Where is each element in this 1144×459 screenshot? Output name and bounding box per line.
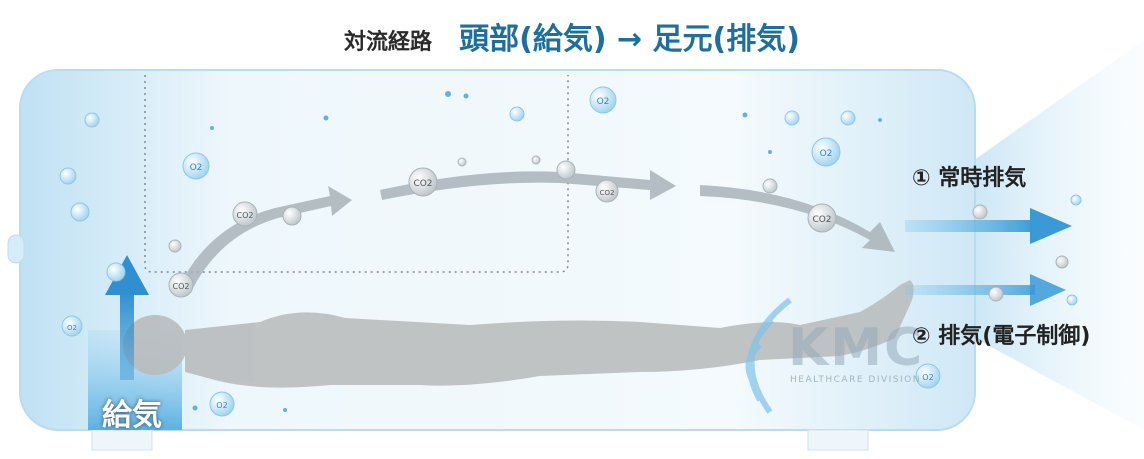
person-silhouette bbox=[123, 280, 914, 388]
o2-bubble bbox=[509, 106, 525, 122]
o2-label: O2 bbox=[216, 401, 227, 410]
convection-flow bbox=[180, 170, 895, 290]
brand-name: KMC bbox=[788, 318, 925, 378]
co2-label: CO2 bbox=[173, 282, 190, 291]
co2-bubble bbox=[408, 167, 438, 197]
co2-bubbles bbox=[168, 155, 1069, 302]
o2-label: O2 bbox=[67, 324, 77, 332]
co2-bubble bbox=[1055, 255, 1069, 269]
o2-bubble bbox=[84, 112, 100, 128]
o2-bubble bbox=[784, 110, 800, 126]
o2-bubble bbox=[59, 167, 77, 185]
o2-bubble bbox=[840, 110, 856, 126]
co2-bubble bbox=[457, 157, 467, 167]
exhaust-glow bbox=[960, 40, 1144, 430]
co2-bubble bbox=[531, 155, 541, 165]
o2-bubble bbox=[1070, 194, 1082, 206]
co2-bubble bbox=[556, 160, 576, 180]
co2-bubble bbox=[232, 201, 258, 227]
o2-bubble bbox=[61, 315, 83, 337]
capsule-side-knob bbox=[7, 234, 25, 264]
particle-dots bbox=[192, 91, 882, 412]
capsule-stand-right bbox=[807, 429, 869, 451]
o2-bubble bbox=[182, 152, 210, 180]
brand-swoosh bbox=[745, 297, 792, 414]
co2-bubble bbox=[762, 178, 778, 194]
head-zone-outline bbox=[144, 75, 569, 273]
title-label: 対流経路 bbox=[344, 30, 433, 55]
co2-bubble bbox=[988, 286, 1004, 302]
exhaust-constant-label: ① 常時排気 bbox=[912, 166, 1027, 191]
exhaust-controlled-label: ② 排気(電子制御) bbox=[912, 324, 1091, 349]
exhaust-arrow-2 bbox=[905, 274, 1066, 306]
o2-bubble bbox=[209, 391, 235, 417]
o2-label: O2 bbox=[922, 373, 933, 382]
o2-bubble bbox=[1066, 294, 1078, 306]
co2-label: CO2 bbox=[600, 189, 615, 197]
brand-division: HEALTHCARE DIVISION bbox=[790, 375, 921, 385]
co2-bubble bbox=[282, 206, 302, 226]
oxygen-bubbles bbox=[59, 86, 1082, 417]
o2-bubble bbox=[915, 363, 941, 389]
title-row: 対流経路 頭部(給気) → 足元(排気) bbox=[0, 14, 1144, 58]
title-main: 頭部(給気) → 足元(排気) bbox=[459, 22, 800, 57]
o2-label: O2 bbox=[597, 97, 610, 107]
co2-bubble bbox=[168, 272, 194, 298]
co2-label: CO2 bbox=[237, 211, 254, 220]
co2-label: CO2 bbox=[812, 215, 831, 225]
co2-bubble bbox=[972, 204, 988, 220]
o2-label: O2 bbox=[820, 149, 833, 159]
o2-label: O2 bbox=[190, 163, 203, 173]
exhaust-arrow-1 bbox=[905, 208, 1072, 244]
intake-arrow bbox=[105, 255, 149, 380]
o2-bubble bbox=[70, 202, 90, 222]
co2-bubble bbox=[168, 239, 182, 253]
co2-bubble bbox=[595, 179, 619, 203]
intake-label: 給気 bbox=[102, 398, 162, 433]
o2-bubble bbox=[811, 137, 841, 167]
co2-label: CO2 bbox=[413, 179, 432, 189]
co2-bubble bbox=[807, 203, 837, 233]
o2-bubble bbox=[106, 262, 126, 282]
o2-bubble bbox=[589, 86, 617, 114]
